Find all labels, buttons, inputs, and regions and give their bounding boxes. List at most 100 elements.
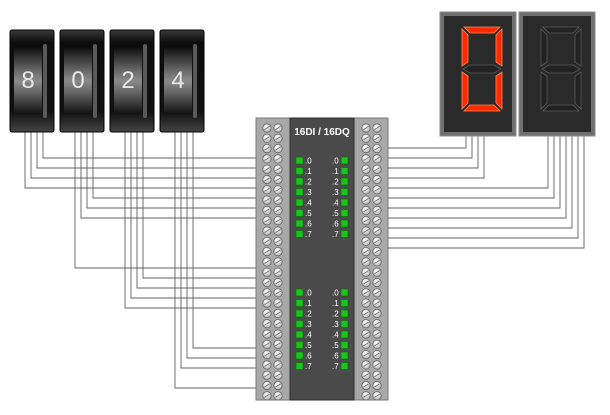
terminal-screw (273, 288, 283, 298)
thumbwheel-slot (143, 44, 147, 118)
input-channel-label: .1 (305, 299, 312, 308)
input-channel-label: .2 (305, 310, 312, 319)
output-led (340, 351, 349, 360)
wire (382, 136, 567, 219)
module-title: 16DI / 16DQ (294, 127, 350, 138)
screw-slot (363, 208, 369, 213)
segment-e (540, 71, 548, 110)
output-led (340, 209, 349, 217)
wire (80, 132, 262, 219)
screw-slot (264, 218, 270, 223)
terminal-screw (372, 123, 382, 133)
terminal-screw (262, 195, 272, 205)
input-channel-label: .5 (305, 209, 312, 218)
wire (130, 132, 262, 299)
terminal-screw (372, 380, 382, 391)
screw-slot (264, 393, 270, 398)
terminal-screw (361, 174, 371, 185)
terminal-screw (372, 133, 382, 143)
output-led (340, 188, 349, 196)
wire (74, 132, 262, 269)
terminal-screw (262, 298, 272, 308)
output-channel-label: .0 (332, 157, 339, 166)
thumbwheel-drum (114, 48, 142, 114)
terminal-screw (372, 360, 382, 370)
output-led (340, 309, 349, 318)
wire (382, 136, 579, 239)
thumbwheel-switch: 4 (159, 29, 205, 133)
status-leds: .0.0.1.1.2.2.3.3.4.4.5.5.6.6.7.7.0.0.1.1… (295, 156, 349, 371)
terminal-screw (262, 380, 272, 391)
terminal-screw (262, 154, 272, 164)
screw-slot (264, 136, 270, 141)
thumbwheel-drum (14, 48, 42, 114)
screw-slot (264, 280, 270, 285)
terminal-screw (361, 164, 371, 174)
screw-slot (363, 362, 369, 367)
screw-slot (363, 136, 369, 141)
screw-slot (363, 280, 369, 285)
screw-slot (363, 321, 369, 326)
output-channel-label: .4 (332, 199, 339, 208)
terminal-screw (273, 174, 283, 185)
terminal-screw (372, 247, 382, 257)
wire (24, 132, 262, 189)
thumbwheel-drum (164, 48, 192, 114)
terminal-screw (262, 216, 272, 226)
terminal-screw (273, 154, 283, 164)
wire (30, 132, 262, 179)
input-led (295, 198, 304, 207)
terminal-screw (273, 339, 283, 349)
terminal-screw (372, 370, 382, 380)
segment-b (574, 28, 582, 67)
terminal-screw (361, 319, 371, 329)
output-channel-label: .6 (332, 352, 339, 361)
screw-slot (264, 239, 270, 244)
terminal-screw (361, 123, 371, 133)
terminal-screw (262, 144, 272, 154)
screw-slot (275, 259, 281, 264)
input-channel-label: .0 (305, 157, 312, 166)
screw-slot (275, 208, 281, 213)
input-led (295, 156, 304, 165)
terminal-screw (361, 185, 371, 195)
screw-slot (374, 362, 380, 367)
screw-slot (363, 229, 369, 233)
output-channel-label: .0 (332, 289, 339, 298)
wire (180, 132, 262, 369)
terminal-screw (361, 226, 371, 236)
terminal-screw (372, 298, 382, 308)
screw-slot (275, 156, 281, 161)
segment-d (463, 104, 501, 112)
screw-slot (275, 342, 281, 347)
terminal-screw (372, 154, 382, 164)
screw-slot (275, 270, 281, 275)
terminal-screw (361, 144, 371, 154)
screw-slot (275, 311, 281, 316)
output-led (340, 341, 349, 349)
output-channel-label: .6 (332, 220, 339, 229)
screw-slot (363, 177, 369, 182)
terminal-screw (273, 308, 283, 318)
screw-slot (363, 187, 369, 192)
screw-slot (363, 352, 369, 357)
screw-slot (275, 373, 281, 378)
terminal-screw (262, 164, 272, 174)
screw-slot (363, 126, 369, 130)
terminal-screw (273, 226, 283, 236)
screw-slot (363, 383, 369, 388)
terminal-screw (372, 174, 382, 185)
thumbwheel-digit: 2 (121, 67, 134, 94)
screw-slot (374, 373, 380, 378)
input-led (295, 362, 304, 370)
terminal-screw (273, 257, 283, 267)
wire (124, 132, 262, 309)
screw-slot (374, 332, 380, 336)
terminal-screw (361, 339, 371, 349)
terminal-screw (361, 370, 371, 380)
input-led (295, 288, 304, 297)
terminal-screw (262, 185, 272, 195)
terminal-screw (361, 360, 371, 370)
input-channel-label: .3 (305, 188, 312, 197)
screw-slot (374, 321, 380, 326)
